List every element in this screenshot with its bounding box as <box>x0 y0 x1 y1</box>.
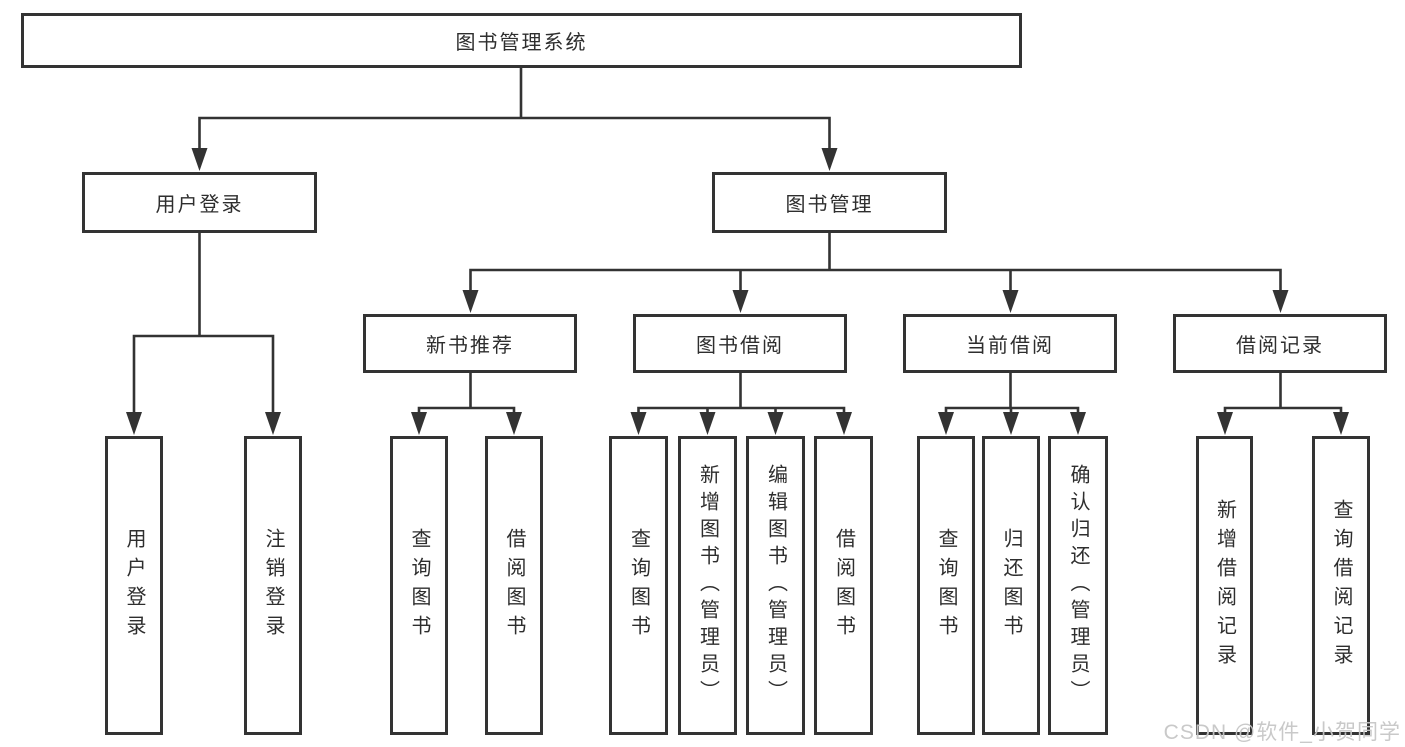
arrowhead <box>1003 412 1019 435</box>
node-borrowing-records: 借阅记录 <box>1173 314 1387 373</box>
arrowhead <box>732 290 749 313</box>
arrowhead <box>836 412 852 435</box>
arrowhead <box>1272 290 1289 313</box>
branch-user-login <box>132 231 275 416</box>
arrowhead <box>1333 412 1349 435</box>
node-leaf-logout: 注销登录 <box>244 436 302 735</box>
node-leaf-user-login: 用户登录 <box>105 436 163 735</box>
arrowhead <box>938 412 954 435</box>
node-current-borrowing: 当前借阅 <box>903 314 1117 373</box>
node-leaf-query-books: 查询图书 <box>917 436 975 735</box>
arrowhead <box>1217 412 1233 435</box>
branch-root <box>198 66 831 153</box>
branch-new-book-rec <box>417 371 516 416</box>
arrowheads <box>126 148 1349 435</box>
node-leaf-add-books-admin: 新增图书（管理员） <box>678 436 737 735</box>
arrowhead <box>126 412 142 435</box>
tree-branch-lines <box>132 66 1343 416</box>
node-leaf-query-borrow-record: 查询借阅记录 <box>1312 436 1370 735</box>
node-leaf-borrow-books: 借阅图书 <box>485 436 543 735</box>
arrowhead <box>265 412 281 435</box>
arrowhead <box>821 148 838 171</box>
arrowhead <box>506 412 522 435</box>
node-new-book-recommend: 新书推荐 <box>363 314 577 373</box>
node-book-management: 图书管理 <box>712 172 947 233</box>
arrowhead <box>767 412 784 435</box>
branch-book-borrow <box>637 371 846 416</box>
node-leaf-return-books: 归还图书 <box>982 436 1040 735</box>
csdn-watermark: CSDN @软件_小贺同学 <box>1163 721 1401 744</box>
arrowhead <box>1002 290 1019 313</box>
node-leaf-borrow-books: 借阅图书 <box>814 436 873 735</box>
node-leaf-confirm-return-admin: 确认归还（管理员） <box>1048 436 1108 735</box>
branch-book-mgmt <box>469 231 1282 295</box>
node-leaf-query-books: 查询图书 <box>609 436 668 735</box>
node-user-login: 用户登录 <box>82 172 317 233</box>
node-system-root: 图书管理系统 <box>21 13 1022 68</box>
arrowhead <box>462 290 479 313</box>
arrowhead <box>191 148 208 171</box>
arrowhead <box>699 412 716 435</box>
branch-borrow-records <box>1223 371 1343 416</box>
arrowhead <box>1070 412 1086 435</box>
arrowhead <box>411 412 427 435</box>
node-book-borrowing: 图书借阅 <box>633 314 847 373</box>
node-leaf-query-books: 查询图书 <box>390 436 448 735</box>
node-leaf-edit-books-admin: 编辑图书（管理员） <box>746 436 805 735</box>
branch-current-borrow <box>944 371 1080 416</box>
arrowhead <box>630 412 647 435</box>
node-leaf-add-borrow-record: 新增借阅记录 <box>1196 436 1253 735</box>
